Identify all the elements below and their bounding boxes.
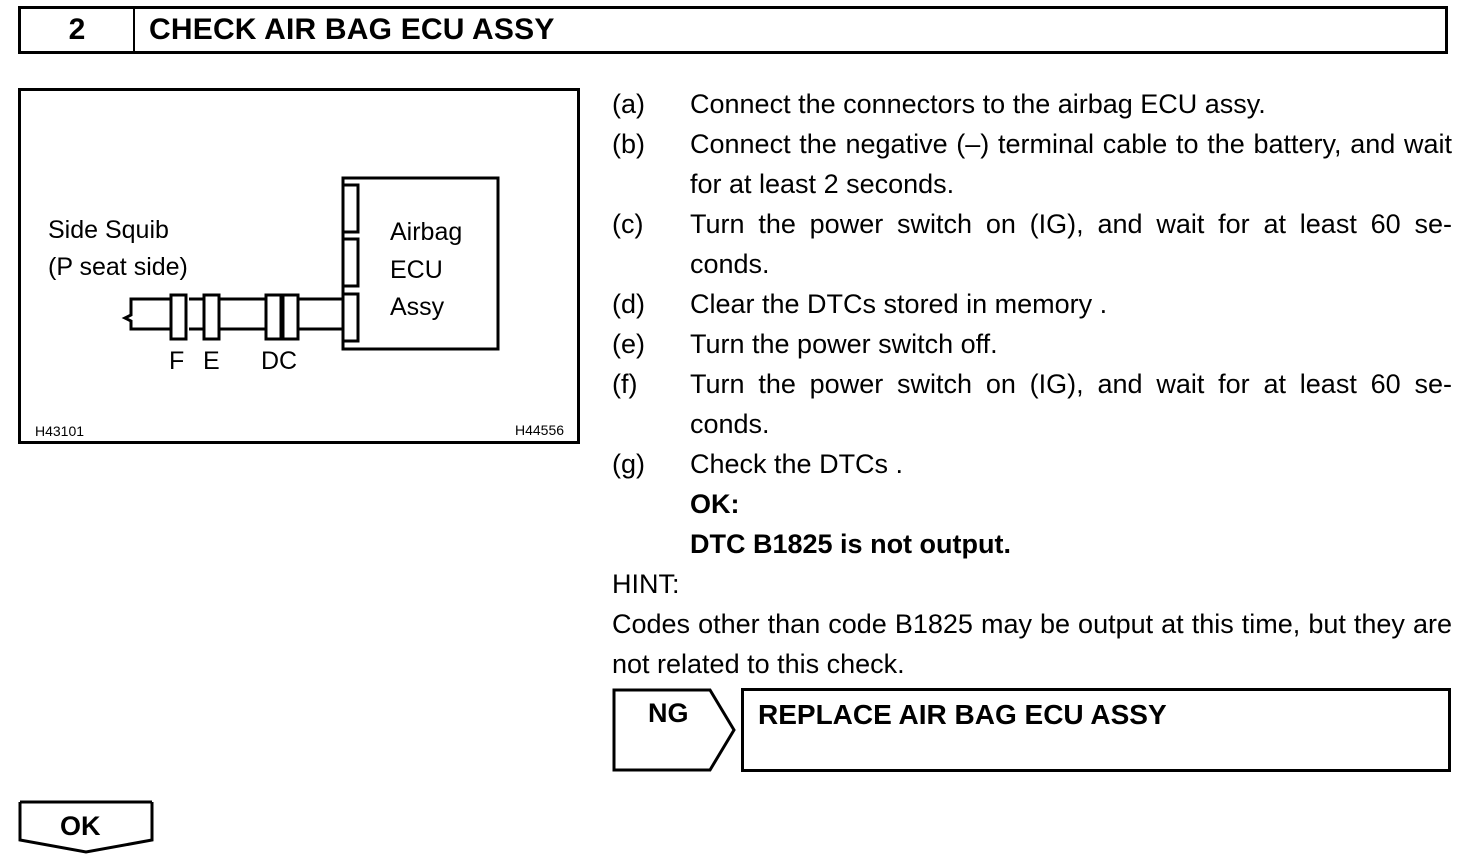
wiring-diagram — [121, 176, 500, 351]
step-item: (c) Turn the power switch on (IG), and w… — [612, 204, 1452, 284]
step-item: (e) Turn the power switch off. — [612, 324, 1452, 364]
step-letter: (g) — [612, 449, 645, 479]
connector-d — [264, 293, 283, 341]
ok-condition-text: DTC B1825 is not output. — [690, 529, 1012, 559]
ok-condition: OK: DTC B1825 is not output. — [612, 484, 1452, 564]
step-letter: (a) — [612, 89, 645, 119]
step-item: (b) Connect the negative (–) terminal ca… — [612, 124, 1452, 204]
side-squib-label-line2: (P seat side) — [48, 253, 188, 281]
step-text: Connect the negative (–) terminal cable … — [690, 129, 1452, 199]
step-text: Clear the DTCs stored in memory . — [690, 289, 1108, 319]
step-letter: (b) — [612, 129, 645, 159]
ng-action-text: REPLACE AIR BAG ECU ASSY — [758, 699, 1167, 730]
step-item: (a) Connect the connectors to the airbag… — [612, 84, 1452, 124]
ecu-connector-2 — [341, 237, 360, 288]
ok-tab-shape — [18, 800, 154, 854]
ecu-label-line1: Airbag — [390, 218, 463, 246]
connector-c — [281, 293, 300, 341]
ecu-label-line3: Assy — [390, 293, 445, 321]
step-text: Turn the power switch on (IG), and wait … — [690, 369, 1452, 439]
ecu-label-line2: ECU — [390, 256, 443, 284]
step-item: (g) Check the DTCs . — [612, 444, 1452, 484]
ecu-connector-1 — [341, 183, 360, 234]
step-item: (d) Clear the DTCs stored in memory . — [612, 284, 1452, 324]
step-number: 2 — [21, 9, 135, 51]
step-text: Turn the power switch off. — [690, 329, 998, 359]
connector-f — [169, 293, 188, 341]
ok-tab-label: OK — [60, 811, 101, 841]
side-squib-label-line1: Side Squib — [48, 216, 169, 244]
step-letter: (f) — [612, 369, 638, 399]
squib-end — [121, 297, 171, 331]
step-text: Connect the connectors to the airbag ECU… — [690, 89, 1266, 119]
step-header: 2 CHECK AIR BAG ECU ASSY — [18, 6, 1448, 54]
ng-arrow-box — [612, 688, 736, 772]
ng-action-box: REPLACE AIR BAG ECU ASSY — [741, 688, 1451, 772]
figure-code-left: H43101 — [35, 423, 85, 439]
procedure-steps: (a) Connect the connectors to the airbag… — [612, 84, 1452, 684]
ok-condition-label: OK: — [690, 489, 740, 519]
connector-dc-label: DC — [261, 347, 298, 375]
wiring-figure: Side Squib (P seat side) Airbag ECU Assy… — [18, 88, 580, 444]
step-letter: (c) — [612, 209, 644, 239]
step-title: CHECK AIR BAG ECU ASSY — [149, 13, 555, 46]
step-letter: (d) — [612, 289, 645, 319]
figure-code-right: H44556 — [515, 422, 565, 438]
connector-e — [202, 293, 221, 341]
hint-label: HINT: — [612, 569, 680, 599]
step-text: Check the DTCs . — [690, 449, 904, 479]
hint-text: Codes other than code B1825 may be outpu… — [612, 609, 1452, 679]
connector-f-label: F — [169, 347, 185, 375]
step-item: (f) Turn the power switch on (IG), and w… — [612, 364, 1452, 444]
step-letter: (e) — [612, 329, 645, 359]
connector-e-label: E — [203, 347, 220, 375]
ng-label: NG — [648, 698, 689, 728]
ecu-connector-3 — [341, 292, 360, 343]
step-text: Turn the power switch on (IG), and wait … — [690, 209, 1452, 279]
